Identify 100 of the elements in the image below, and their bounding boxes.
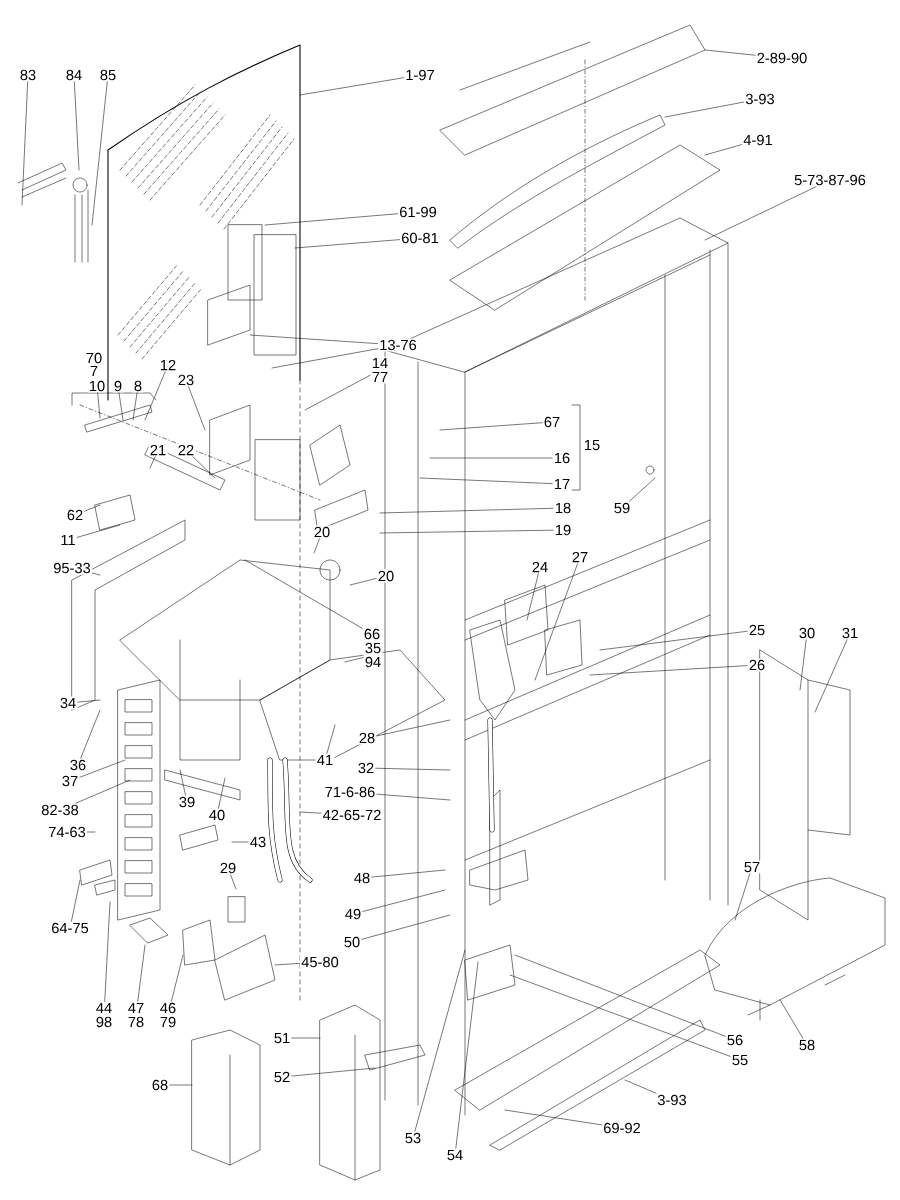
callout-number: 16 xyxy=(552,451,572,465)
leader-line xyxy=(84,504,101,512)
callout-number: 45-80 xyxy=(299,955,341,969)
leader-line xyxy=(419,477,553,484)
callout-number: 70 xyxy=(84,351,104,365)
callout-number: 11 xyxy=(59,533,77,547)
callout-number: 54 xyxy=(445,1148,465,1162)
callout-number: 12 xyxy=(158,358,178,372)
leader-line xyxy=(97,392,101,419)
callout-number: 60-81 xyxy=(399,231,441,245)
callout-number: 66 xyxy=(362,627,382,641)
callout-number: 37 xyxy=(60,774,80,788)
callout-number: 21 xyxy=(148,443,168,457)
leader-line xyxy=(21,81,28,206)
leader-line xyxy=(71,879,81,922)
leader-line xyxy=(313,538,320,554)
callout-number: 8 xyxy=(132,379,144,393)
callout-number: 31 xyxy=(840,626,860,640)
leader-line xyxy=(344,657,364,663)
leader-line xyxy=(76,524,121,538)
leader-line xyxy=(379,508,554,514)
callout-number: 52 xyxy=(272,1070,292,1084)
callout-number: 84 xyxy=(64,68,84,82)
leader-line xyxy=(439,422,543,431)
leader-line xyxy=(624,1079,657,1094)
leader-line xyxy=(326,724,336,754)
leader-line xyxy=(118,392,124,421)
callout-number: 62 xyxy=(65,508,85,522)
callout-number: 46 79 xyxy=(158,1001,178,1029)
callout-number: 26 xyxy=(747,658,767,672)
leader-line xyxy=(171,954,184,1002)
callout-number: 55 xyxy=(730,1053,750,1067)
leader-line xyxy=(664,101,744,118)
callout-number: 7 xyxy=(88,364,100,378)
leader-line xyxy=(179,769,186,796)
callout-number: 27 xyxy=(570,550,590,564)
leader-line xyxy=(376,793,451,801)
callout-number: 56 xyxy=(725,1033,745,1047)
leader-line xyxy=(379,529,554,534)
callout-number: 4-91 xyxy=(742,133,774,147)
callout-number: 36 xyxy=(68,758,88,772)
callout-number: 69-92 xyxy=(601,1121,643,1135)
callout-number: 10 xyxy=(87,379,107,393)
leader-line xyxy=(299,811,322,814)
callout-number: 14 77 xyxy=(370,356,390,384)
callout-number: 43 xyxy=(248,835,268,849)
callout-number: 25 xyxy=(747,623,767,637)
callout-number: 85 xyxy=(98,68,118,82)
leader-line xyxy=(629,477,656,502)
leader-line xyxy=(361,914,451,940)
leader-line xyxy=(375,767,451,771)
leader-line xyxy=(188,386,206,431)
callout-number: 68 xyxy=(150,1078,170,1092)
leader-line xyxy=(80,709,101,759)
leader-line xyxy=(294,239,400,249)
callout-number: 20 xyxy=(376,569,396,583)
callout-number: 2-89-90 xyxy=(755,51,809,65)
callout-number: 5-73-87-96 xyxy=(792,173,868,187)
leader-line xyxy=(704,49,756,56)
callout-number: 44 98 xyxy=(94,1001,114,1029)
callout-number: 30 xyxy=(797,626,817,640)
callout-number: 83 xyxy=(18,68,38,82)
leader-line xyxy=(371,869,446,878)
callout-number: 61-99 xyxy=(397,205,439,219)
leader-line xyxy=(77,699,101,703)
leader-line xyxy=(509,974,731,1057)
leader-line xyxy=(704,186,817,241)
leader-line xyxy=(79,759,126,778)
callout-number: 18 xyxy=(553,501,573,515)
callout-number: 32 xyxy=(356,761,376,775)
leader-line xyxy=(299,77,404,96)
leader-line xyxy=(291,1067,376,1077)
callout-number: 29 xyxy=(218,861,238,875)
leader-line xyxy=(429,457,553,459)
leader-line xyxy=(349,578,377,586)
callout-number: 1-97 xyxy=(404,68,436,82)
callout-number: 9 xyxy=(112,379,124,393)
leader-line xyxy=(169,1084,193,1086)
leader-line xyxy=(814,639,848,713)
callout-number: 71-6-86 xyxy=(323,785,377,799)
leader-line xyxy=(362,889,446,912)
leader-line xyxy=(291,1037,321,1039)
leader-line xyxy=(704,144,742,156)
leader-line xyxy=(271,348,378,369)
callout-number: 34 xyxy=(58,696,78,710)
callout-number: 58 xyxy=(797,1038,817,1052)
leader-line xyxy=(264,213,398,226)
leader-line xyxy=(734,873,751,921)
callout-number: 15 xyxy=(582,438,602,452)
callout-number: 74-63 xyxy=(46,825,88,839)
leader-line xyxy=(75,779,131,804)
callout-number: 22 xyxy=(176,443,196,457)
callout-number: 67 xyxy=(542,415,562,429)
leader-line xyxy=(249,334,378,344)
callout-number: 82-38 xyxy=(39,803,81,817)
callout-number: 23 xyxy=(176,373,196,387)
callout-number: 50 xyxy=(342,935,362,949)
leader-line xyxy=(799,639,807,691)
leader-line xyxy=(274,963,300,966)
callout-number: 24 xyxy=(530,560,550,574)
